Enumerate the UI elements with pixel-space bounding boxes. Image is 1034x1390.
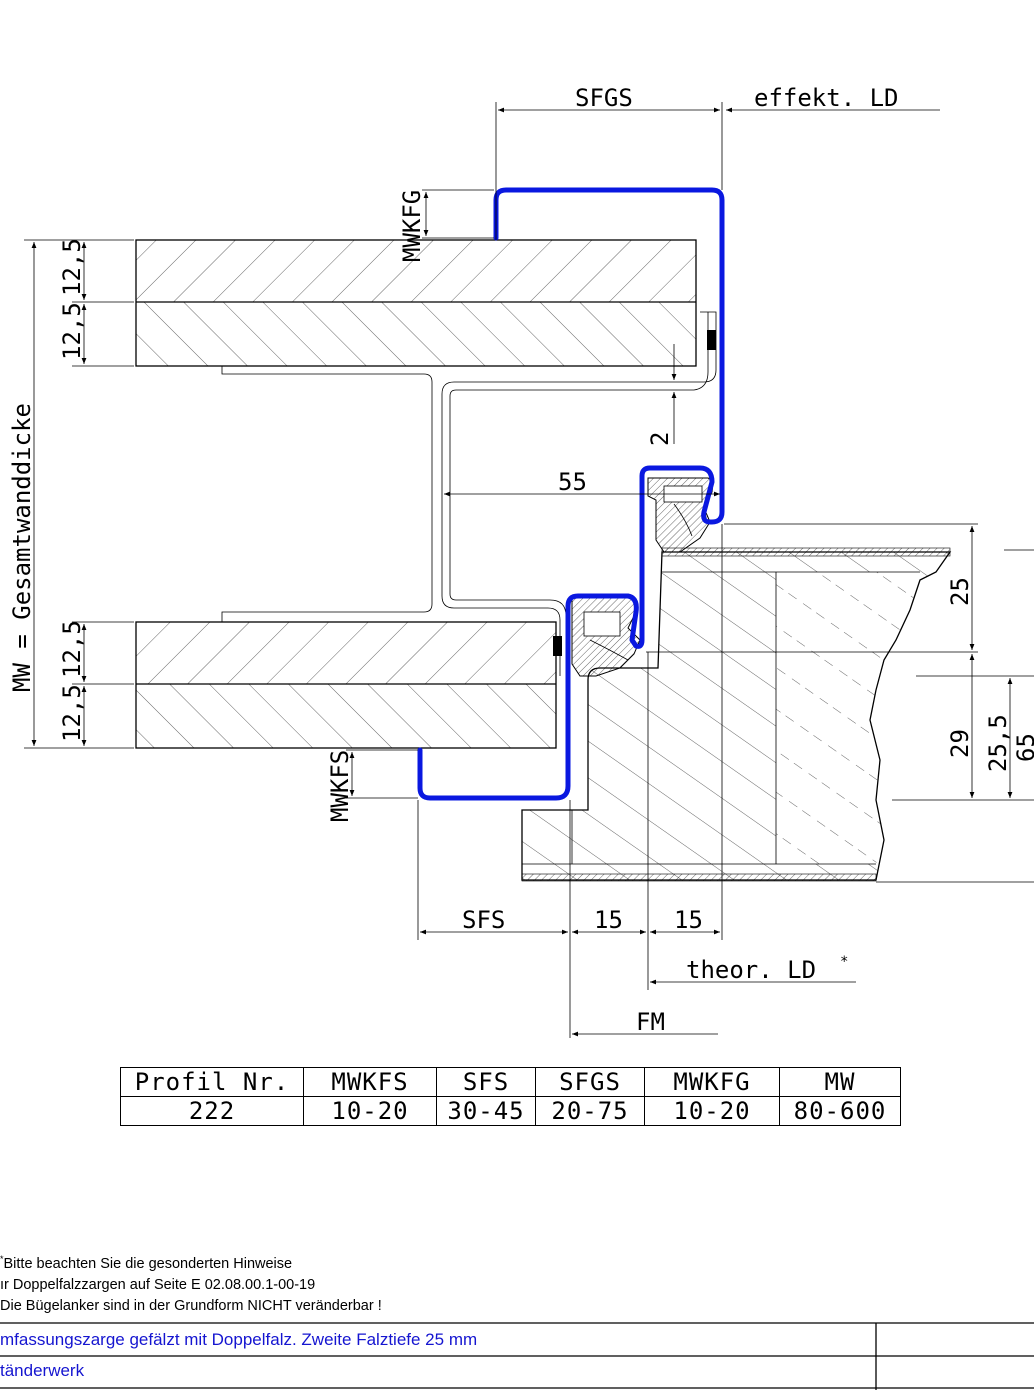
label-depth: 55 bbox=[558, 468, 587, 496]
label-rebate: 25 bbox=[946, 577, 974, 606]
table-cell: 10-20 bbox=[644, 1096, 780, 1126]
label-fifteen-a: 15 bbox=[594, 906, 623, 934]
label-mwkfs: MWKFS bbox=[326, 750, 354, 822]
label-dim-25-5: 25,5 bbox=[984, 714, 1012, 772]
table-header: SFGS bbox=[535, 1067, 645, 1097]
note-text-1: Bitte beachten Sie die gesonderten Hinwe… bbox=[3, 1255, 293, 1272]
table-header: MW bbox=[779, 1067, 901, 1097]
label-board-top-b: 12,5 bbox=[58, 302, 86, 360]
frame-profile bbox=[417, 187, 725, 801]
label-theor-ld: theor. LD bbox=[686, 956, 816, 984]
table-cell: 222 bbox=[120, 1096, 304, 1126]
table-header-row: Profil Nr. MWKFS SFS SFGS MWKFG MW bbox=[120, 1067, 901, 1097]
table-cell: 20-75 bbox=[535, 1096, 645, 1126]
table-header: MWKFS bbox=[303, 1067, 437, 1097]
label-board-bot-b: 12,5 bbox=[58, 684, 86, 742]
table-header: MWKFG bbox=[644, 1067, 780, 1097]
title-block-row-2: tänderwerk bbox=[0, 1361, 85, 1380]
label-mwkfg: MWKFG bbox=[398, 190, 426, 262]
door-leaf bbox=[521, 547, 952, 882]
table-row: 222 10-20 30-45 20-75 10-20 80-600 bbox=[120, 1096, 901, 1126]
label-gap: 2 bbox=[646, 432, 674, 446]
lower-boards bbox=[135, 621, 557, 749]
table-header: SFS bbox=[436, 1067, 536, 1097]
anchor-pad-bottom bbox=[553, 636, 562, 656]
inner-sheet bbox=[441, 311, 717, 676]
label-fifteen-b: 15 bbox=[674, 906, 703, 934]
table-cell: 10-20 bbox=[303, 1096, 437, 1126]
label-dim-65: 65 bbox=[1012, 733, 1034, 762]
label-fm: FM bbox=[636, 1008, 665, 1036]
anchor-pad-top bbox=[707, 330, 716, 350]
label-board-bot-a: 12,5 bbox=[58, 620, 86, 678]
label-dim-29: 29 bbox=[946, 729, 974, 758]
upper-boards bbox=[135, 239, 697, 367]
note-line-2: ır Doppelfalzzargen auf Seite E 02.08.00… bbox=[0, 1277, 316, 1293]
table-cell: 80-600 bbox=[779, 1096, 901, 1126]
note-asterisk: * bbox=[0, 1254, 4, 1264]
table-cell: 30-45 bbox=[436, 1096, 536, 1126]
label-board-top-a: 12,5 bbox=[58, 238, 86, 296]
label-effekt-ld: effekt. LD bbox=[754, 84, 899, 112]
profile-table: Profil Nr. MWKFS SFS SFGS MWKFG MW 222 1… bbox=[120, 1067, 901, 1126]
title-block-row-1: mfassungszarge gefälzt mit Doppelfalz. Z… bbox=[0, 1330, 478, 1349]
label-asterisk: * bbox=[840, 954, 848, 970]
label-sfgs: SFGS bbox=[575, 84, 633, 112]
table-header: Profil Nr. bbox=[120, 1067, 304, 1097]
label-gesamtwanddicke: MW = Gesamtwanddicke bbox=[8, 403, 36, 692]
note-line-1: *Bitte beachten Sie die gesonderten Hinw… bbox=[0, 1254, 292, 1272]
label-sfs: SFS bbox=[462, 906, 505, 934]
note-line-3: Die Bügelanker sind in der Grundform NIC… bbox=[0, 1298, 382, 1314]
seal-lower bbox=[571, 597, 641, 677]
stud-profile bbox=[221, 366, 433, 622]
